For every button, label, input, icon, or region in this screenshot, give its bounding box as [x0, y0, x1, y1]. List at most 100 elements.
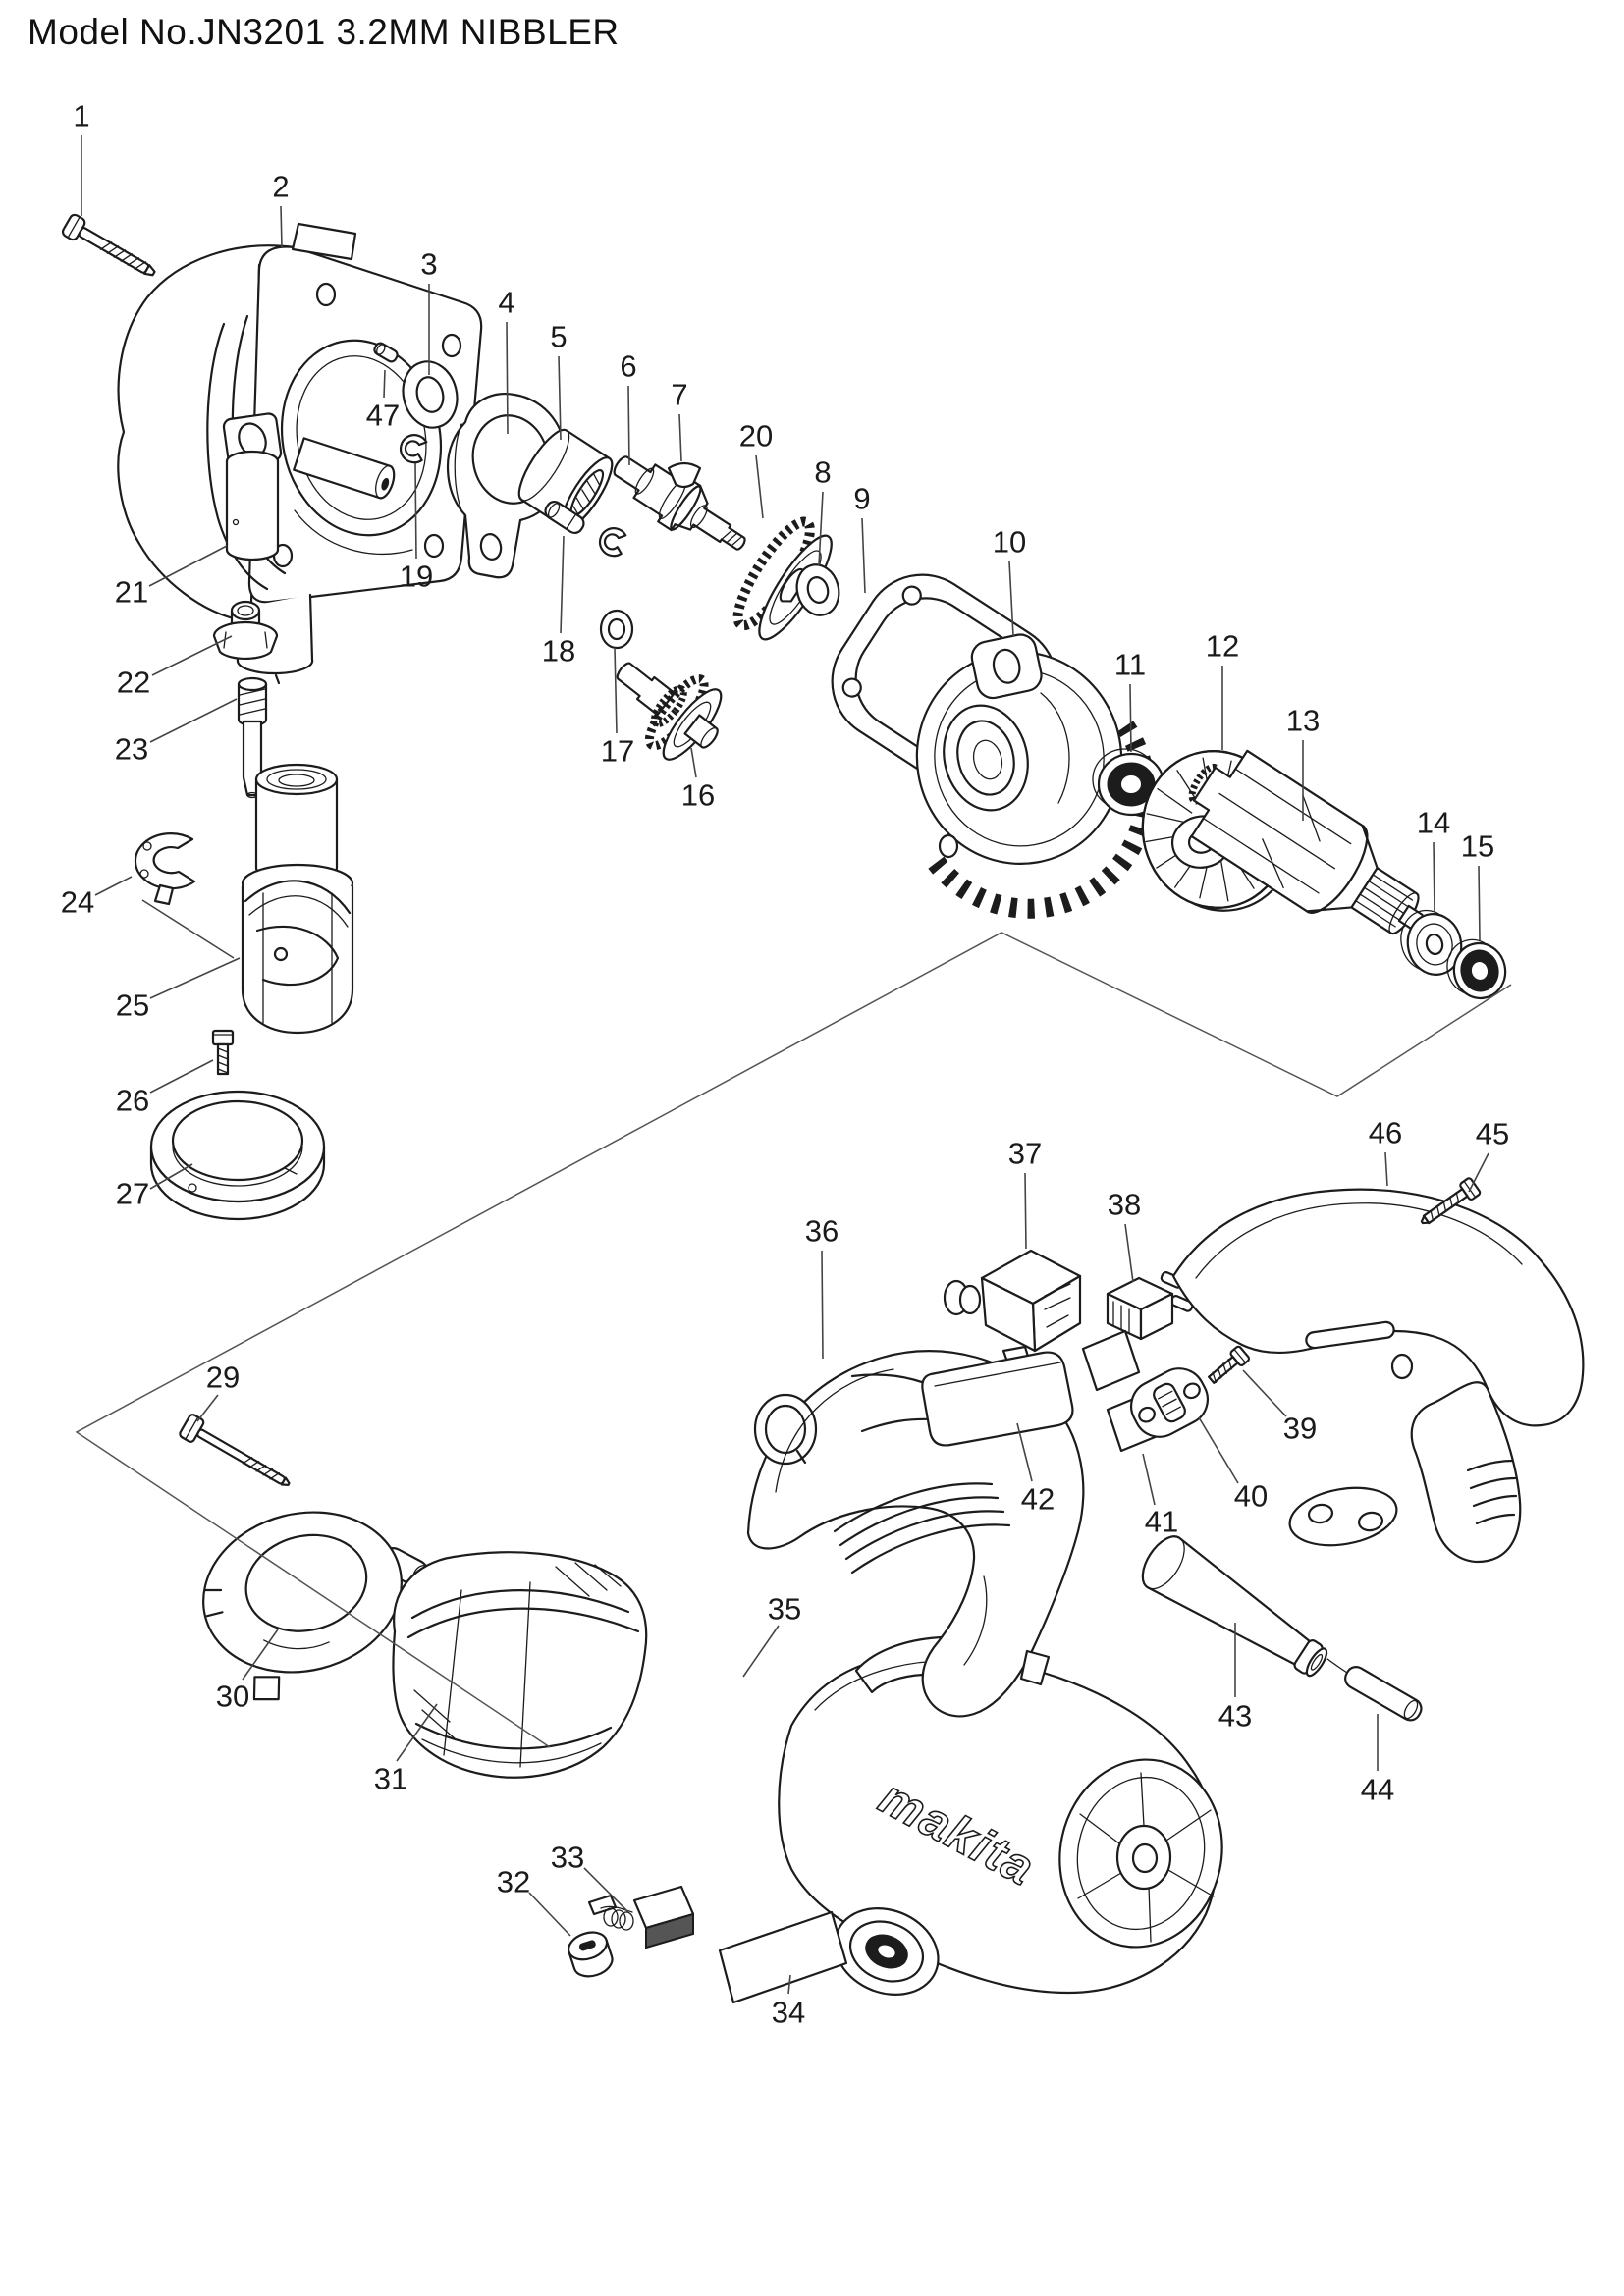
part-number-30: 30 [216, 1680, 249, 1714]
part-number-45: 45 [1476, 1117, 1509, 1151]
part-number-22: 22 [117, 666, 150, 700]
part-5-needle-bearing [517, 428, 614, 530]
leader-line-41 [1142, 1453, 1156, 1506]
part-number-11: 11 [1114, 648, 1146, 682]
part-36-handle-cover [746, 1350, 1085, 1718]
diagram-title: Model No.JN3201 3.2MM NIBBLER [27, 12, 620, 52]
leader-line-34 [787, 1974, 791, 1995]
leader-line-7 [678, 413, 682, 462]
leader-line-19 [414, 462, 417, 560]
part-number-42: 42 [1021, 1482, 1055, 1517]
part-18-pin [544, 500, 585, 535]
part-40-cord-grip [1130, 1367, 1209, 1438]
leader-line-22 [151, 635, 233, 676]
part-27-ring [149, 1090, 326, 1221]
leader-line-30 [242, 1629, 279, 1681]
leader-line-25 [149, 957, 241, 999]
leader-line-18 [560, 535, 565, 634]
leader-line-46 [1384, 1151, 1388, 1187]
part-number-10: 10 [993, 525, 1026, 560]
part-number-35: 35 [768, 1592, 801, 1627]
part-number-6: 6 [620, 349, 636, 384]
part-6-shaft [613, 455, 746, 551]
assembly-line-0 [141, 899, 235, 959]
part-number-27: 27 [116, 1177, 149, 1211]
leader-line-24 [94, 876, 133, 896]
part-number-14: 14 [1417, 806, 1450, 840]
part-number-9: 9 [853, 482, 870, 516]
part-3-washer [402, 360, 459, 429]
part-number-24: 24 [61, 885, 94, 920]
part-34-nameplate [718, 1910, 848, 2004]
part-26-screw [211, 1029, 235, 1076]
leader-line-21 [148, 545, 228, 587]
part-number-12: 12 [1206, 629, 1239, 664]
part-number-46: 46 [1369, 1116, 1402, 1150]
part-number-5: 5 [550, 320, 567, 354]
part-number-7: 7 [671, 378, 687, 412]
part-number-16: 16 [681, 778, 715, 813]
part-number-34: 34 [772, 1996, 805, 2030]
part-7-key [667, 461, 702, 489]
leader-line-36 [821, 1250, 824, 1360]
part-22-guide [212, 600, 279, 661]
part-number-23: 23 [115, 732, 148, 767]
leader-line-11 [1129, 683, 1132, 753]
leader-line-42 [1016, 1422, 1033, 1482]
part-44-cord [1326, 1658, 1423, 1722]
part-number-26: 26 [116, 1084, 149, 1118]
part-number-29: 29 [206, 1361, 240, 1395]
part-number-20: 20 [739, 419, 773, 454]
part-16-gear-shaft [616, 662, 723, 761]
leader-line-2 [280, 205, 283, 248]
part-number-25: 25 [116, 988, 149, 1023]
part-8-washer [795, 563, 840, 616]
part-number-44: 44 [1361, 1773, 1394, 1807]
part-number-17: 17 [601, 734, 634, 769]
leader-line-29 [196, 1394, 219, 1422]
part-number-21: 21 [115, 575, 148, 610]
leader-line-31 [396, 1703, 438, 1762]
part-37-switch [943, 1249, 1082, 1374]
part-number-36: 36 [805, 1214, 839, 1249]
part-47-pin [373, 342, 399, 363]
group-divider-line [75, 932, 1512, 1748]
leader-line-26 [149, 1059, 214, 1094]
leader-line-32 [528, 1892, 571, 1937]
leader-line-17 [614, 647, 618, 734]
part-25-die-holder [241, 763, 354, 1035]
leader-line-8 [818, 491, 824, 566]
part-17-washer [599, 609, 634, 650]
leader-line-47 [383, 369, 386, 399]
leader-line-14 [1433, 841, 1435, 912]
leader-line-33 [583, 1867, 629, 1913]
part-38-terminal [1106, 1271, 1194, 1341]
part-number-38: 38 [1108, 1188, 1141, 1222]
leader-line-37 [1024, 1172, 1027, 1250]
part-number-3: 3 [420, 247, 437, 282]
part-1-screw [61, 213, 156, 277]
part-number-40: 40 [1234, 1479, 1268, 1514]
leader-line-35 [742, 1625, 780, 1678]
part-number-8: 8 [814, 455, 831, 490]
leader-line-38 [1124, 1223, 1134, 1283]
part-30-baffle-plate [202, 1511, 429, 1701]
part-21-punch-holder [222, 412, 283, 561]
part-number-32: 32 [497, 1865, 530, 1899]
leader-line-9 [861, 517, 866, 594]
part-33-carbon-brush [587, 1885, 695, 1949]
leader-line-10 [1008, 561, 1014, 637]
part-number-15: 15 [1461, 829, 1494, 864]
part-15-bearing [1446, 938, 1507, 1000]
leader-line-16 [690, 747, 697, 778]
leader-line-6 [627, 385, 630, 466]
part-35-motor-housing: makita [778, 1635, 1223, 1996]
part-24-cam [134, 832, 196, 906]
leader-line-5 [558, 355, 562, 441]
part-number-43: 43 [1218, 1699, 1252, 1734]
part-number-1: 1 [73, 99, 89, 133]
part-number-19: 19 [400, 560, 433, 594]
